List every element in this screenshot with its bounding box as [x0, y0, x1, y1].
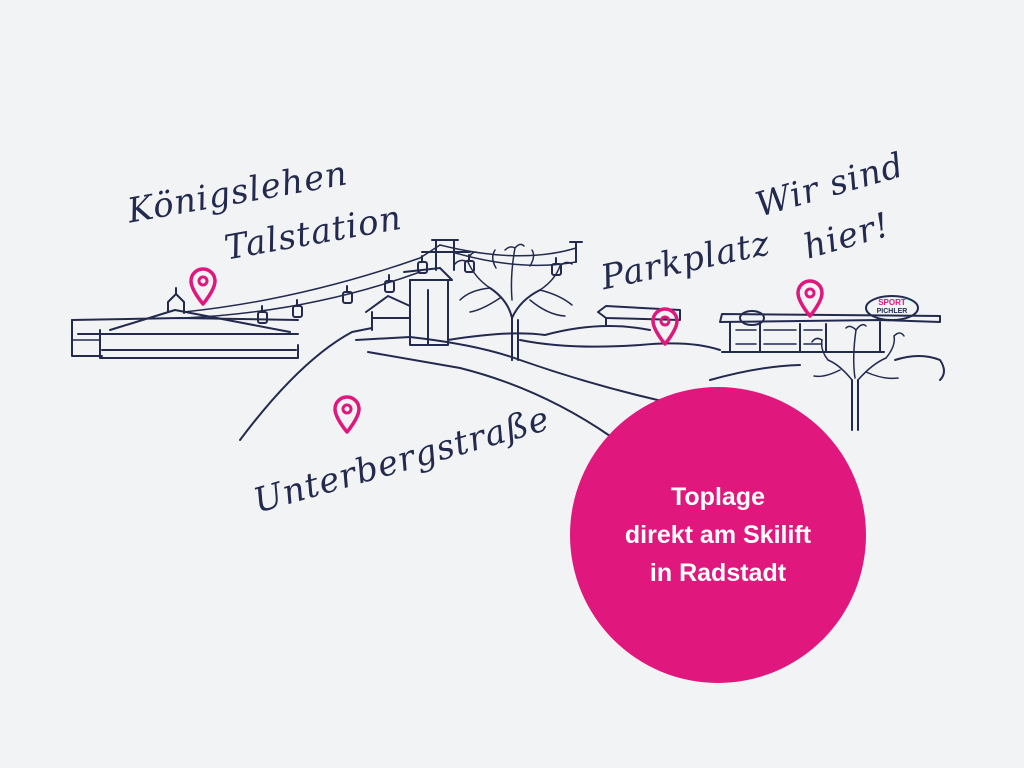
badge-line-3: in Radstadt — [649, 559, 787, 587]
shop-sign-top: SPORT — [878, 298, 906, 307]
location-badge: Toplage direkt am Skilift in Radstadt — [570, 387, 866, 683]
badge-line-2: direkt am Skilift — [624, 521, 812, 549]
badge-text: Toplage direkt am Skilift in Radstadt — [625, 478, 811, 592]
hill-and-road — [239, 325, 945, 441]
bare-tree — [454, 243, 573, 361]
lift-tower — [403, 239, 583, 346]
shop-sign-bottom: PICHLER — [876, 308, 908, 315]
parking-building — [597, 305, 681, 326]
small-house — [365, 295, 411, 331]
map-pin-icon — [796, 279, 824, 318]
map-pin-icon — [333, 395, 361, 434]
badge-line-1: Toplage — [671, 483, 765, 511]
map-pin-icon — [651, 307, 679, 346]
bare-tree-small — [811, 323, 905, 431]
map-pin-icon — [189, 267, 217, 306]
shop-sign: SPORT PICHLER — [872, 298, 912, 320]
shop-building — [719, 295, 941, 353]
